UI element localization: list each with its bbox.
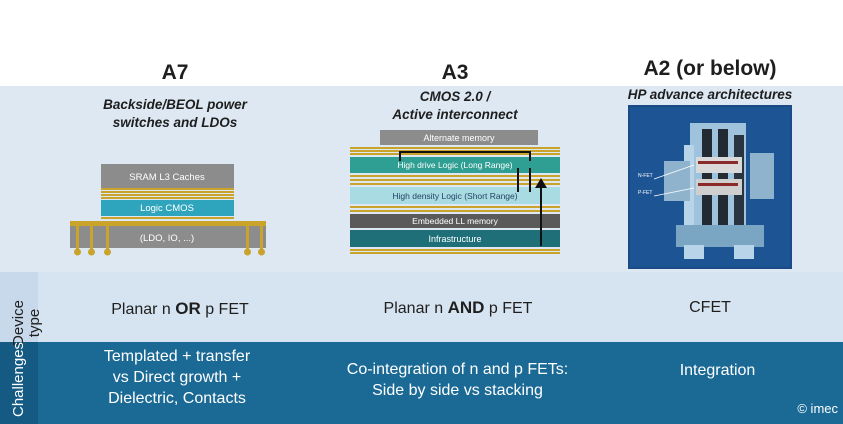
challenges-side xyxy=(0,342,38,424)
a3-layer-high-density xyxy=(350,187,560,204)
a7-stack-diagram: SRAM L3 Caches Logic CMOS (LDO, IO, ...) xyxy=(70,164,266,256)
a7-backside-pins xyxy=(74,226,265,256)
a3-layer-high-drive xyxy=(350,157,560,173)
cfet-pfet-label: P-FET xyxy=(638,190,652,196)
challenge-a2: Integration xyxy=(679,362,756,379)
a7-layer-ldo-label: (LDO, IO, ...) xyxy=(140,233,194,244)
a3-up-arrow-head xyxy=(535,178,547,188)
a7-layer-logic-label: Logic CMOS xyxy=(140,203,194,214)
a7-layer-sram-label: SRAM L3 Caches xyxy=(129,172,205,183)
a3-interconnect-arrows xyxy=(399,151,542,246)
device-type-a3: Planar n AND p FET xyxy=(383,298,533,317)
col-title-a7: A7 xyxy=(161,61,189,84)
a3-layer-embedded-memory-label: Embedded LL memory xyxy=(412,216,498,226)
col-title-a3: A3 xyxy=(441,61,469,84)
col-subtitle-a2: HP advance architectures xyxy=(627,87,793,102)
a3-layer-embedded-memory xyxy=(350,214,560,228)
col-subtitle-a3: CMOS 2.0 /Active interconnect xyxy=(392,89,518,122)
a2-cfet-diagram: N-FET P-FET xyxy=(628,105,792,269)
cfet-structure xyxy=(664,123,774,259)
challenges-row xyxy=(0,342,843,424)
device-type-a2: CFET xyxy=(689,299,731,316)
a3-layer-infrastructure-label: Infrastructure xyxy=(428,234,481,244)
cfet-nfet-label: N-FET xyxy=(638,173,653,179)
a3-layer-high-density-label: High density Logic (Short Range) xyxy=(392,191,517,201)
a3-layer-alt-memory-label: Alternate memory xyxy=(423,133,495,143)
a7-layer-logic xyxy=(101,200,234,216)
col-title-a2: A2 (or below) xyxy=(643,57,777,80)
a3-layer-alt-memory xyxy=(380,130,538,145)
a3-layer-high-drive-label: High drive Logic (Long Range) xyxy=(397,160,512,170)
device-type-a7: Planar n OR p FET xyxy=(111,299,249,318)
a3-layer-infrastructure xyxy=(350,230,560,247)
a7-layer-sram xyxy=(101,164,234,188)
a7-layer-ldo xyxy=(70,226,266,248)
device-type-row xyxy=(0,272,843,342)
challenge-a3: Co-integration of n and p FETs:Side by s… xyxy=(346,361,569,399)
imec-watermark: © imec xyxy=(797,401,838,416)
row-label-challenges: Challenges xyxy=(10,341,27,417)
device-type-side xyxy=(0,272,38,342)
a3-stack-diagram: Alternate memory High drive Logic (Long … xyxy=(350,130,560,254)
